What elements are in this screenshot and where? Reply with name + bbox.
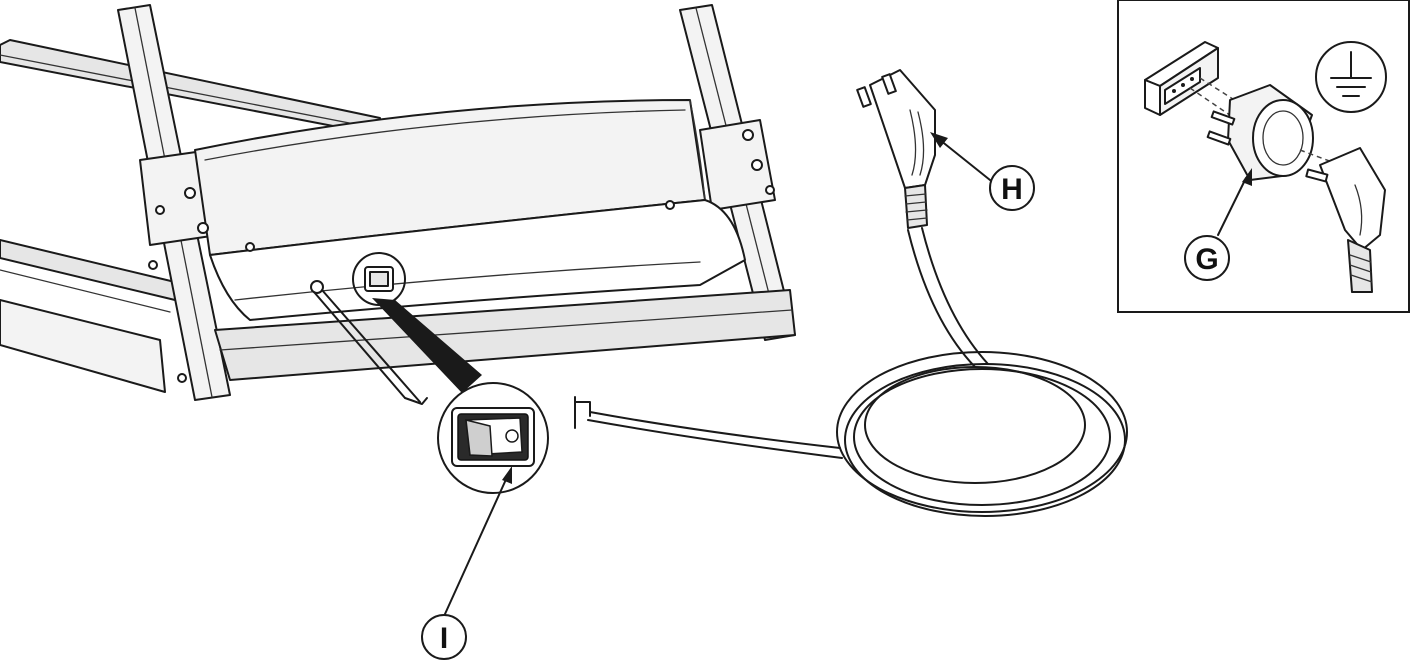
power-cord (574, 227, 1128, 517)
treadmill-base (0, 4, 796, 401)
ground-symbol-icon (1315, 41, 1387, 113)
plug-adapter (1206, 84, 1314, 181)
inset-plug (1305, 147, 1386, 293)
callout-i: I (421, 466, 512, 660)
rocker-switch-icon (451, 407, 535, 467)
wall-socket (1144, 41, 1219, 116)
callout-g: G (1184, 168, 1252, 281)
cord-stub (313, 289, 428, 405)
plug-adapter-inset (1117, 0, 1410, 313)
callout-i-label: I (440, 622, 448, 655)
power-switch-zoom (372, 298, 549, 494)
callout-g-label: G (1195, 243, 1218, 276)
callout-h-label: H (1001, 173, 1023, 206)
callout-h: H (930, 132, 1035, 211)
power-plug (856, 69, 936, 229)
